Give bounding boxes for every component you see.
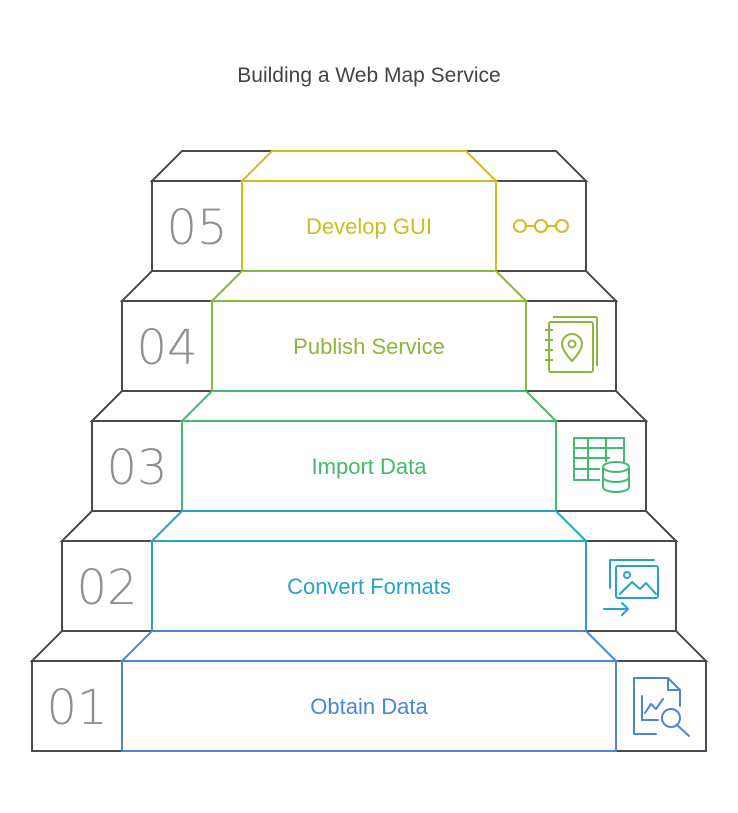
step-05: 05 Develop GUI — [149, 150, 589, 272]
step-label: Obtain Data — [310, 694, 428, 719]
image-convert-icon — [603, 559, 659, 616]
step-label: Develop GUI — [306, 214, 432, 239]
step-number: 03 — [106, 440, 167, 496]
step-03: 03 Import Data — [89, 390, 649, 512]
step-number: 02 — [76, 560, 137, 616]
document-chart-search-icon — [633, 677, 690, 737]
step-02: 02 Convert Formats — [59, 510, 679, 632]
step-label: Convert Formats — [287, 574, 451, 599]
diagram-title: Building a Web Map Service — [237, 64, 500, 87]
map-book-pin-icon — [545, 316, 598, 373]
step-number: 04 — [136, 320, 197, 376]
step-04: 04 Publish Service — [119, 270, 619, 392]
step-label: Import Data — [312, 454, 428, 479]
step-number: 01 — [46, 680, 107, 736]
step-number: 05 — [166, 200, 227, 256]
connected-nodes-icon — [513, 219, 569, 233]
table-database-icon — [573, 437, 630, 493]
step-01: 01 Obtain Data — [29, 630, 709, 752]
step-label: Publish Service — [293, 334, 445, 359]
